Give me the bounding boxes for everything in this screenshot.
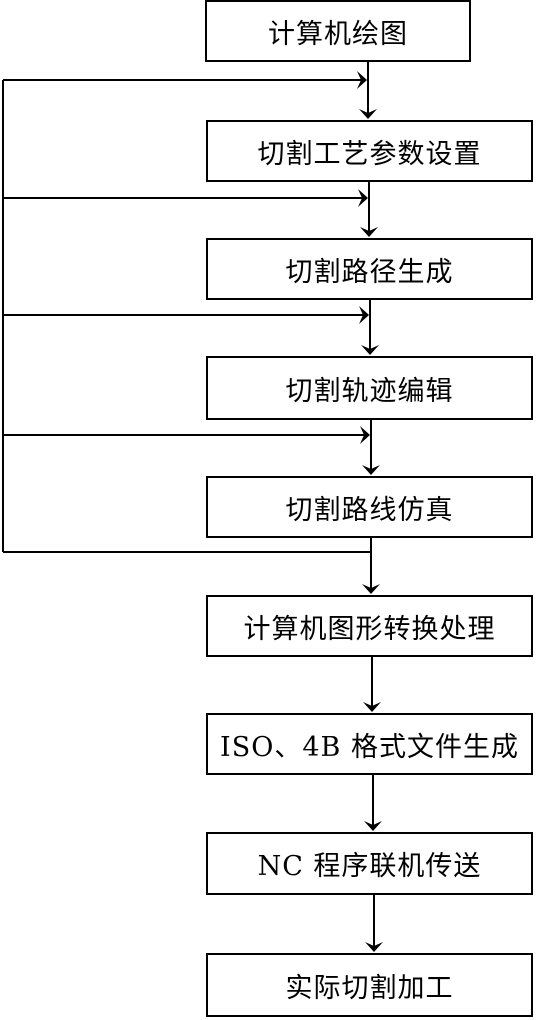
step-label: 计算机绘图 bbox=[268, 18, 408, 50]
step-cutting-parameter-setup: 切割工艺参数设置 bbox=[206, 120, 533, 182]
step-cutting-path-generation: 切割路径生成 bbox=[206, 238, 533, 300]
step-label: ISO、4B 格式文件生成 bbox=[220, 731, 519, 763]
step-label: 实际切割加工 bbox=[285, 972, 454, 1004]
step-cutting-route-simulation: 切割路线仿真 bbox=[206, 476, 533, 538]
step-iso-4b-file-generation: ISO、4B 格式文件生成 bbox=[206, 713, 533, 775]
step-label: 计算机图形转换处理 bbox=[243, 613, 496, 645]
step-nc-program-transfer: NC 程序联机传送 bbox=[206, 832, 533, 895]
step-graphic-conversion: 计算机图形转换处理 bbox=[206, 595, 533, 657]
step-computer-drawing: 计算机绘图 bbox=[205, 0, 471, 62]
step-label: 切割路线仿真 bbox=[285, 494, 454, 526]
step-label: 切割轨迹编辑 bbox=[285, 375, 454, 407]
step-actual-cutting: 实际切割加工 bbox=[206, 953, 533, 1017]
step-cutting-trajectory-edit: 切割轨迹编辑 bbox=[206, 356, 533, 420]
step-label: NC 程序联机传送 bbox=[257, 851, 482, 882]
step-label: 切割工艺参数设置 bbox=[257, 138, 482, 170]
step-label: 切割路径生成 bbox=[285, 256, 454, 288]
